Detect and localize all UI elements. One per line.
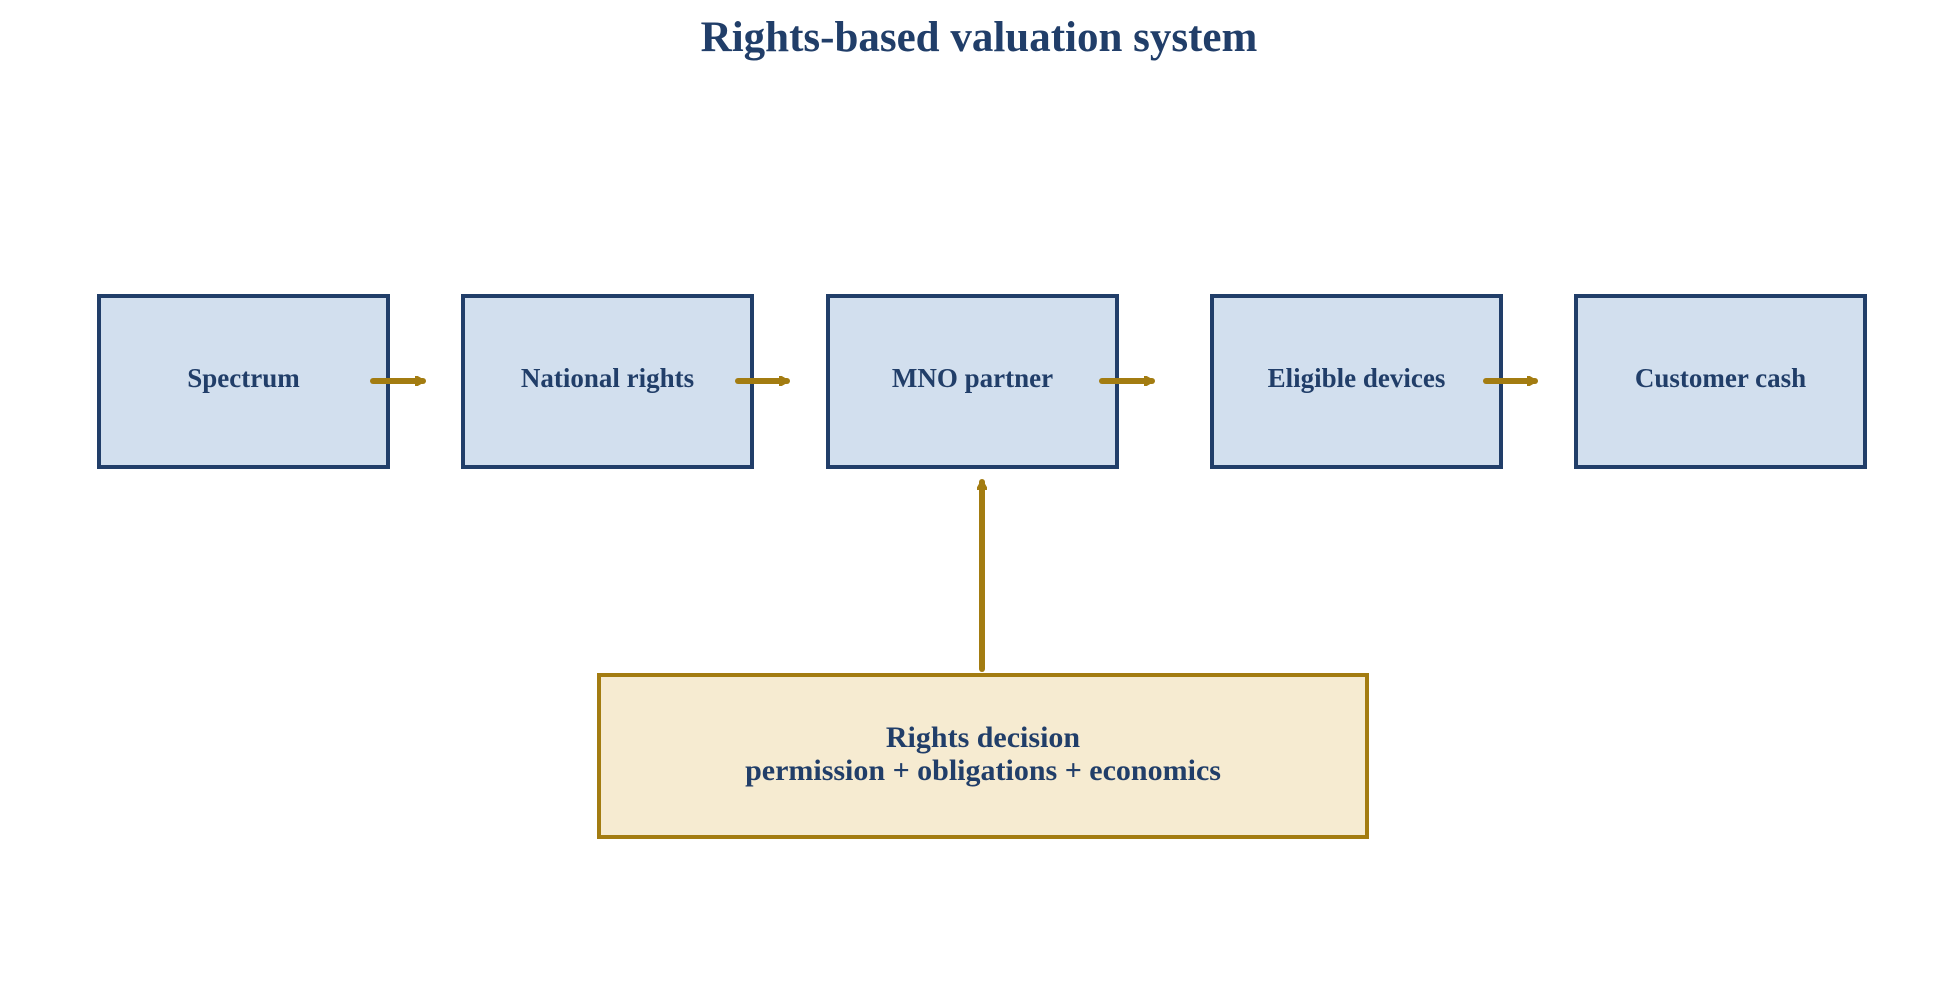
node-national-rights: National rights [461,294,754,469]
node-customer-cash-label: Customer cash [1635,363,1806,393]
node-national-rights-label: National rights [521,363,694,393]
rights-decision-box: Rights decision permission + obligations… [597,673,1369,839]
node-national-rights-box [461,294,754,469]
node-eligible-devices: Eligible devices [1210,294,1503,469]
node-spectrum: Spectrum [97,294,390,469]
node-customer-cash: Customer cash [1574,294,1867,469]
node-customer-cash-box [1574,294,1867,469]
node-mno-partner-label: MNO partner [892,363,1053,393]
node-mno-partner: MNO partner [826,294,1119,469]
diagram-title: Rights-based valuation system [701,14,1258,61]
node-spectrum-label: Spectrum [187,363,300,393]
rights-decision-detail: permission + obligations + economics [745,754,1221,787]
node-eligible-devices-label: Eligible devices [1268,363,1446,393]
node-spectrum-box [97,294,390,469]
node-mno-partner-box [826,294,1119,469]
rights-decision-title: Rights decision [886,721,1081,754]
rights-decision-rect [597,673,1369,839]
